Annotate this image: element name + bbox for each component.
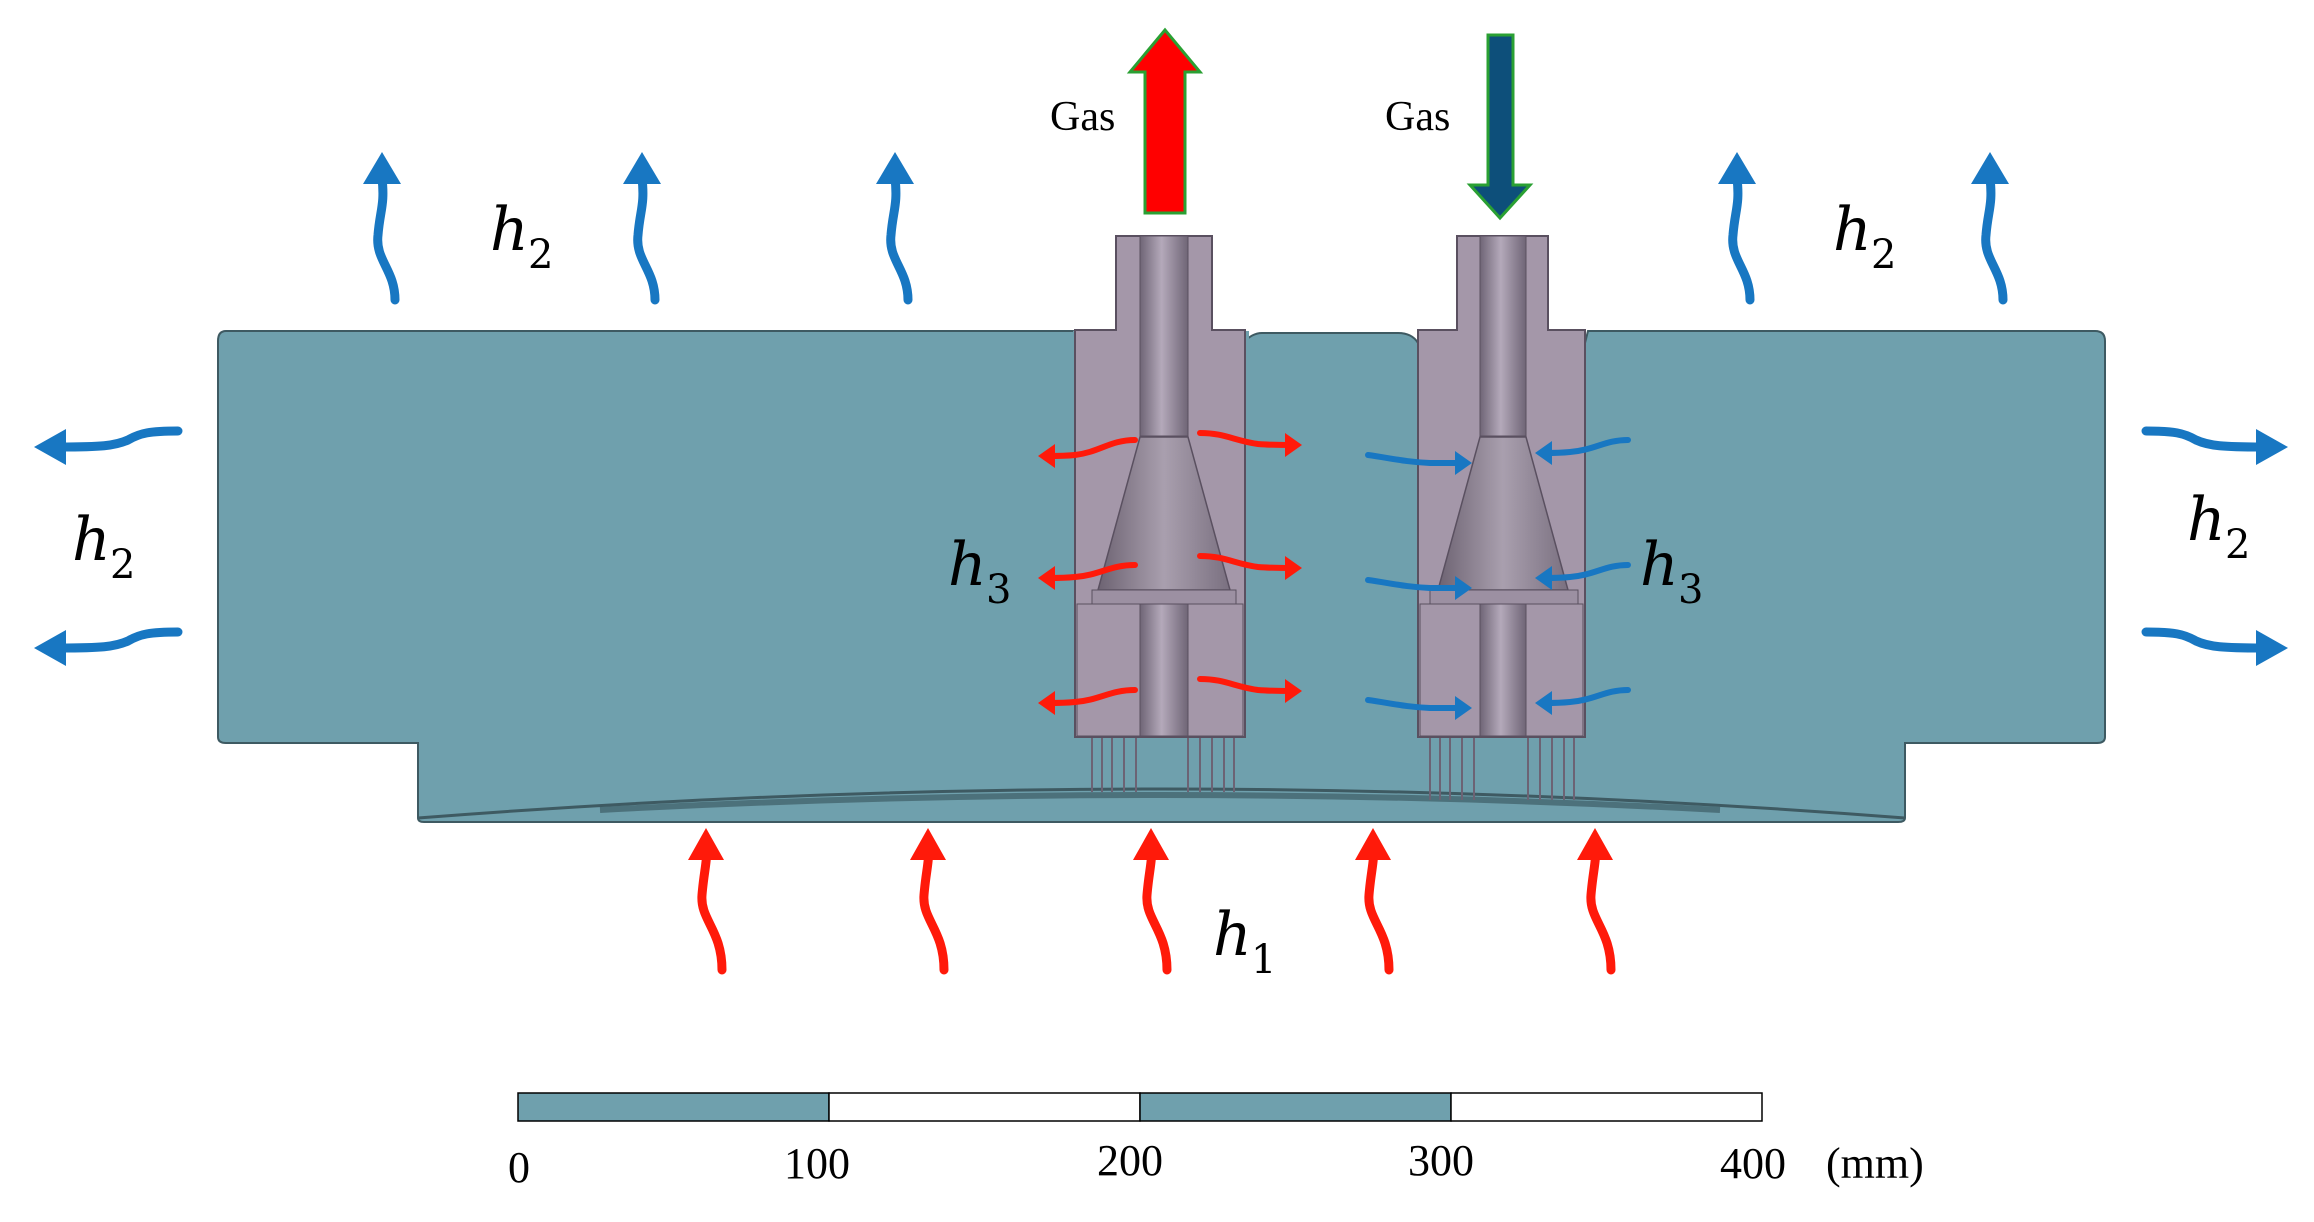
svg-text:h: h xyxy=(948,530,987,600)
gas-in-arrow xyxy=(1466,33,1534,221)
gas-out-label: Gas xyxy=(1050,94,1115,140)
heat-input-arrows xyxy=(697,840,1616,975)
h2-label-top-left: h 2 xyxy=(490,195,553,278)
scale-tick-300: 300 xyxy=(1408,1136,1474,1185)
scale-unit: (mm) xyxy=(1826,1139,1924,1188)
h2-label-left: h 2 xyxy=(72,505,135,588)
h2-label-top-right: h 2 xyxy=(1833,195,1896,278)
nozzle-hot-arrows xyxy=(1045,430,1295,706)
h1-label: h 1 xyxy=(1213,900,1276,983)
svg-text:3: 3 xyxy=(1678,567,1703,613)
svg-text:2: 2 xyxy=(1871,232,1896,278)
scale-segment-2 xyxy=(828,1092,1141,1122)
heat-input-arrowheads xyxy=(688,828,1613,860)
nozzle-inlet xyxy=(1417,235,1586,800)
h3-label-left: h 3 xyxy=(948,530,1011,613)
h2-label-right: h 2 xyxy=(2187,485,2250,568)
svg-text:2: 2 xyxy=(528,232,553,278)
nozzle-cold-arrowheads xyxy=(1455,441,1552,720)
svg-text:h: h xyxy=(490,195,529,265)
gas-in-label: Gas xyxy=(1385,94,1450,140)
convection-arrowheads-side xyxy=(34,429,2288,666)
scale-segment-1 xyxy=(517,1092,830,1122)
svg-text:h: h xyxy=(1833,195,1872,265)
svg-text:h: h xyxy=(1213,900,1252,970)
svg-text:2: 2 xyxy=(2225,522,2250,568)
svg-text:1: 1 xyxy=(1251,937,1276,983)
scale-segment-4 xyxy=(1450,1092,1763,1122)
svg-text:2: 2 xyxy=(110,542,135,588)
svg-text:3: 3 xyxy=(986,567,1011,613)
convection-arrows-top xyxy=(373,173,2008,305)
svg-text:h: h xyxy=(2187,485,2226,555)
scale-bar: 0 100 200 300 400 (mm) xyxy=(508,1092,1924,1192)
curved-surface xyxy=(417,787,1906,820)
scale-tick-400: 400 xyxy=(1720,1139,1786,1188)
scale-tick-200: 200 xyxy=(1097,1136,1163,1185)
scale-segment-3 xyxy=(1139,1092,1452,1122)
svg-text:h: h xyxy=(1640,530,1679,600)
convection-arrowheads-top xyxy=(363,152,2009,184)
nozzle-outlet xyxy=(1074,235,1246,792)
convection-arrows-side xyxy=(55,426,2267,653)
nozzle-hot-arrowheads xyxy=(1038,433,1302,715)
scale-tick-0: 0 xyxy=(508,1143,530,1192)
svg-text:h: h xyxy=(72,505,111,575)
gas-out-arrow xyxy=(1126,27,1204,215)
h3-label-right: h 3 xyxy=(1640,530,1703,613)
scale-tick-100: 100 xyxy=(784,1139,850,1188)
